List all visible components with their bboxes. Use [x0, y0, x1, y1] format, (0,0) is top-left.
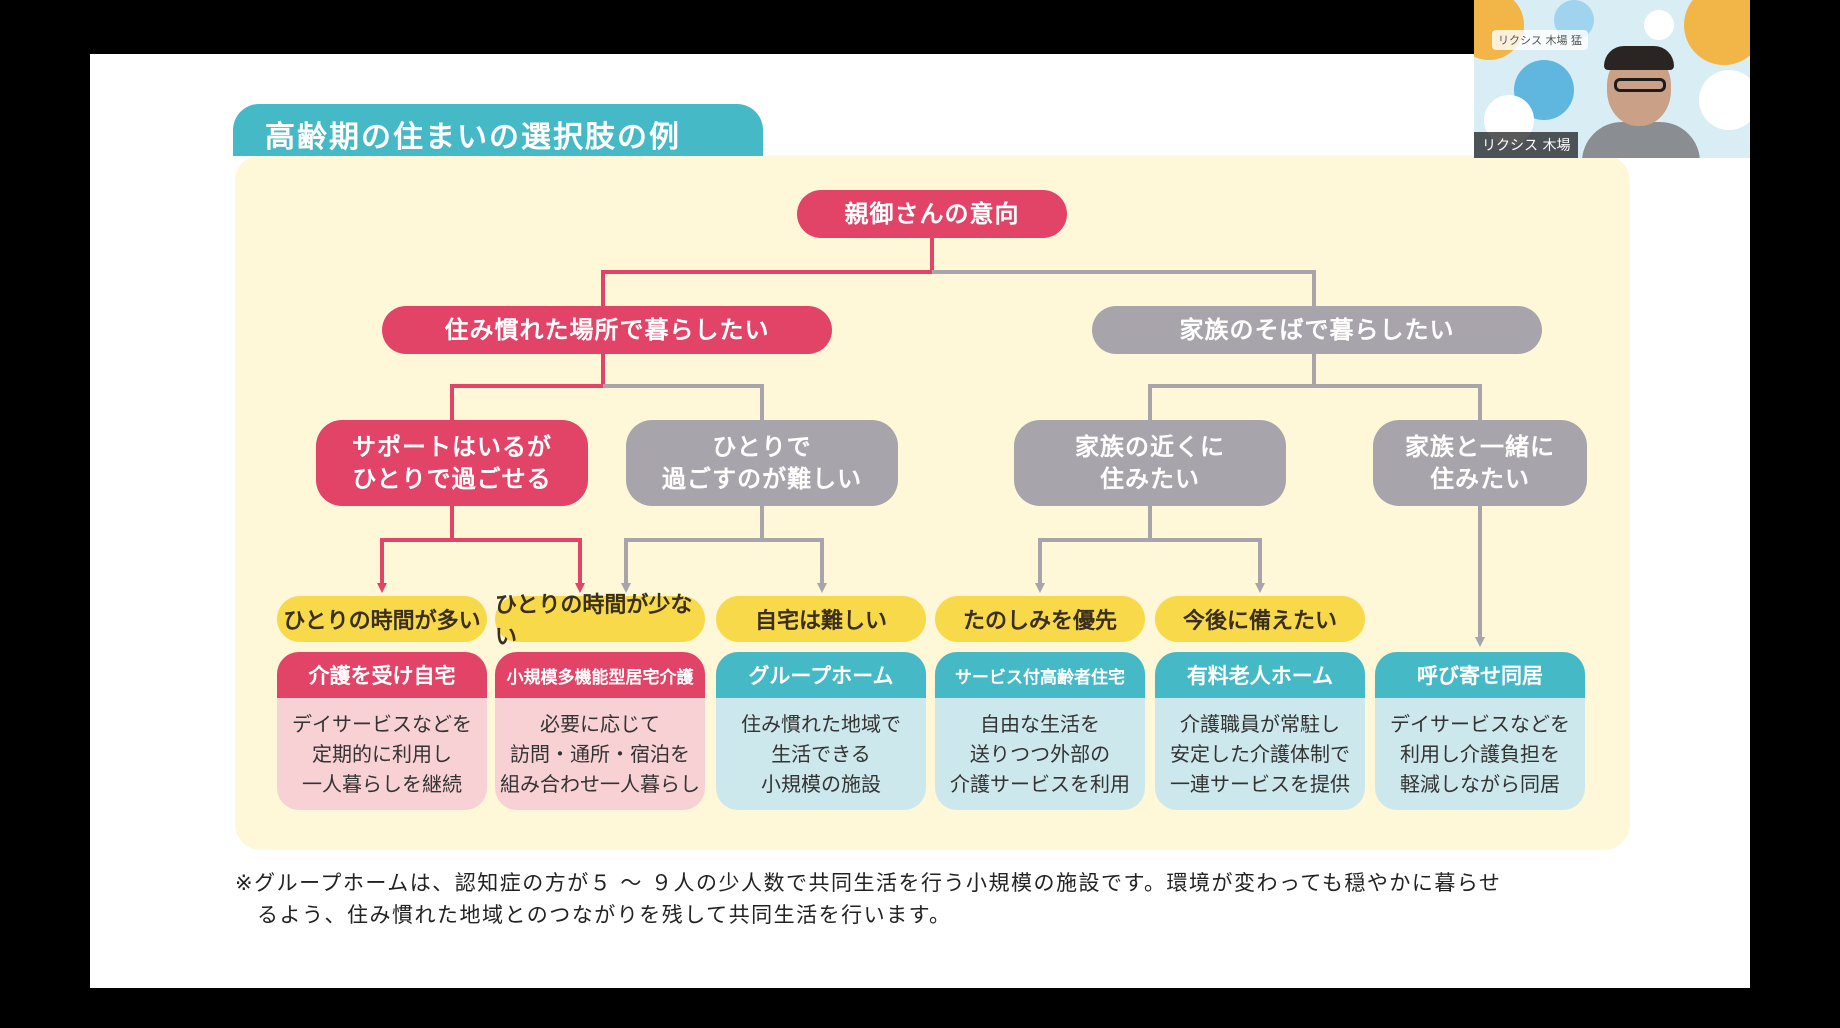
option-description: デイサービスなどを 定期的に利用し 一人暮らしを継続	[277, 698, 487, 810]
option-title: 小規模多機能型居宅介護	[495, 652, 705, 698]
sub-with-family: 家族と一緒に 住みたい	[1373, 420, 1587, 506]
sub-support: サポートはいるが ひとりで過ごせる	[316, 420, 588, 506]
condition-much-alone: ひとりの時間が多い	[277, 596, 487, 642]
option-description: 住み慣れた地域で 生活できる 小規模の施設	[716, 698, 926, 810]
sub-hard-alone: ひとりで 過ごすのが難しい	[626, 420, 898, 506]
footnote-line-1: ※グループホームは、認知症の方が５ ～ ９人の少人数で共同生活を行う小規模の施設…	[235, 871, 1502, 895]
diagram-title: 高齢期の住まいの選択肢の例	[233, 104, 763, 156]
condition-prepare: 今後に備えたい	[1155, 596, 1365, 642]
glasses-icon	[1614, 78, 1666, 92]
branch-stay: 住み慣れた場所で暮らしたい	[382, 306, 832, 354]
condition-enjoyment: たのしみを優先	[935, 596, 1145, 642]
option-card-home-care: 介護を受け自宅 デイサービスなどを 定期的に利用し 一人暮らしを継続	[277, 652, 487, 810]
participant-body	[1582, 122, 1700, 158]
option-card-small-multifunction: 小規模多機能型居宅介護 必要に応じて 訪問・通所・宿泊を 組み合わせ一人暮らし	[495, 652, 705, 810]
video-background-label: リクシス 木場 猛	[1492, 30, 1588, 50]
participant-video[interactable]: リクシス 木場 猛 リクシス 木場	[1474, 0, 1750, 158]
option-card-group-home: グループホーム 住み慣れた地域で 生活できる 小規模の施設	[716, 652, 926, 810]
footnote-line-2: るよう、住み慣れた地域とのつながりを残して共同生活を行います。	[257, 902, 952, 927]
option-title: グループホーム	[716, 652, 926, 698]
option-description: 介護職員が常駐し 安定した介護体制で 一連サービスを提供	[1155, 698, 1365, 810]
option-title: サービス付高齢者住宅	[935, 652, 1145, 698]
option-card-service-housing: サービス付高齢者住宅 自由な生活を 送りつつ外部の 介護サービスを利用	[935, 652, 1145, 810]
footnote: ※グループホームは、認知症の方が５ ～ ９人の少人数で共同生活を行う小規模の施設…	[235, 868, 1645, 931]
option-title: 呼び寄せ同居	[1375, 652, 1585, 698]
option-title: 介護を受け自宅	[277, 652, 487, 698]
option-description: 自由な生活を 送りつつ外部の 介護サービスを利用	[935, 698, 1145, 810]
condition-home-hard: 自宅は難しい	[716, 596, 926, 642]
option-card-paid-nursing-home: 有料老人ホーム 介護職員が常駐し 安定した介護体制で 一連サービスを提供	[1155, 652, 1365, 810]
option-description: デイサービスなどを 利用し介護負担を 軽減しながら同居	[1375, 698, 1585, 810]
option-title: 有料老人ホーム	[1155, 652, 1365, 698]
condition-little-alone: ひとりの時間が少ない	[495, 593, 705, 650]
sub-near-family: 家族の近くに 住みたい	[1014, 420, 1286, 506]
participant-hair	[1604, 46, 1674, 70]
participant-name: リクシス 木場	[1474, 132, 1579, 158]
root-node: 親御さんの意向	[797, 190, 1067, 238]
option-description: 必要に応じて 訪問・通所・宿泊を 組み合わせ一人暮らし	[495, 698, 705, 810]
option-card-cohabitation: 呼び寄せ同居 デイサービスなどを 利用し介護負担を 軽減しながら同居	[1375, 652, 1585, 810]
branch-family: 家族のそばで暮らしたい	[1092, 306, 1542, 354]
